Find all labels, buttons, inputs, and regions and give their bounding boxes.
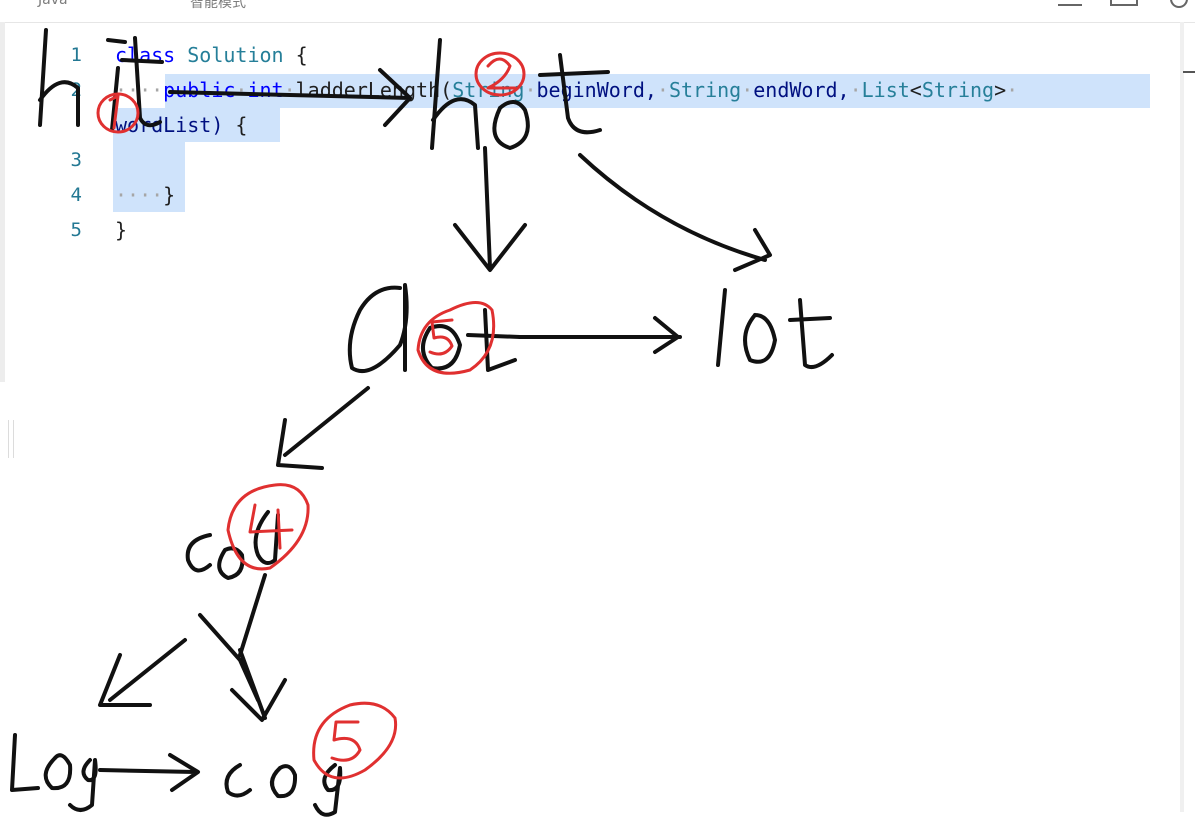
- arrow-dog-cog-2: [230, 648, 287, 722]
- arrow-dot-lot: [518, 316, 682, 354]
- code-line-5[interactable]: }: [115, 218, 127, 242]
- brace: }: [115, 218, 128, 242]
- type-name: String: [668, 78, 742, 102]
- selection-highlight: [165, 74, 1150, 108]
- step-marker-1: [96, 92, 140, 134]
- code-line-2-wrap[interactable]: wordList) {: [115, 113, 247, 137]
- scroll-position-marker: [1183, 71, 1195, 73]
- type-name: List: [861, 78, 910, 102]
- word-hit: [38, 28, 164, 132]
- selection-highlight: [113, 142, 185, 212]
- vertical-scrollbar[interactable]: [1180, 22, 1184, 812]
- generic-close: >: [994, 78, 1007, 102]
- panel-resize-handle[interactable]: [8, 420, 14, 458]
- word-hot: [430, 38, 610, 150]
- type-name: String: [921, 78, 995, 102]
- arrow-hot-lot: [578, 153, 772, 272]
- arrow-log-cog: [98, 753, 200, 792]
- arrow-dog-cog: [198, 573, 267, 702]
- word-cog: [224, 763, 343, 817]
- parameter: beginWord,: [536, 78, 657, 102]
- word-dot: [347, 283, 522, 374]
- word-log: [10, 733, 98, 812]
- editor-top-bar: Java 智能模式: [0, 0, 1195, 23]
- line-number: 3: [70, 149, 82, 171]
- line-number: 1: [70, 44, 82, 66]
- word-lot: [716, 288, 834, 369]
- arrow-dot-dog: [276, 386, 370, 470]
- code-line-1[interactable]: class Solution {: [115, 43, 308, 67]
- line-number: 4: [70, 184, 82, 206]
- keyword: int: [247, 78, 284, 102]
- menu-icon[interactable]: [1058, 0, 1082, 6]
- step-marker-4: [226, 483, 310, 571]
- step-marker-2: [474, 51, 526, 97]
- keyword: public: [163, 78, 236, 102]
- arrow-dog-log: [98, 638, 187, 707]
- brace: {: [295, 43, 308, 67]
- brace: {: [235, 113, 248, 137]
- step-marker-5: [312, 701, 398, 780]
- arrow-hit-hot: [168, 68, 412, 127]
- left-scrollbar[interactable]: [0, 22, 5, 382]
- generic-open: <: [909, 78, 922, 102]
- arrow-hot-dot: [453, 146, 527, 272]
- mode-label[interactable]: 智能模式: [190, 0, 246, 11]
- step-marker-3: [416, 301, 496, 375]
- code-line-4[interactable]: ····}: [115, 183, 176, 207]
- line-number: 5: [70, 219, 82, 241]
- brace: }: [163, 183, 176, 207]
- bookmark-icon[interactable]: [1110, 0, 1138, 6]
- class-name: Solution: [187, 43, 284, 67]
- code-line-2[interactable]: ····public·int·ladderLength(String·begin…: [115, 78, 1019, 102]
- parameter: endWord,: [753, 78, 850, 102]
- language-label[interactable]: Java: [38, 0, 68, 8]
